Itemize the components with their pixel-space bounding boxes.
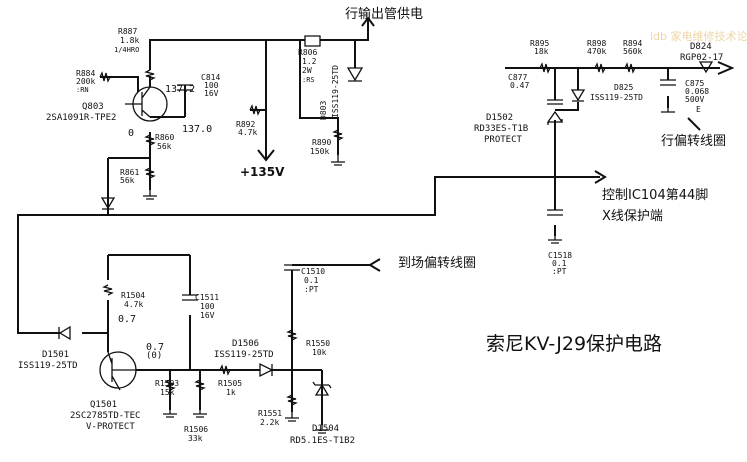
label-d803-part: ISS119-25TD <box>331 65 340 118</box>
label-r1550-ref: R1550 <box>306 339 330 348</box>
label-q1501-part: 2SC2785TD-TEC <box>70 411 140 421</box>
label-c877-val: 0.47 <box>510 81 529 90</box>
label-r887-ref: R887 <box>118 27 137 36</box>
label-r1550-val: 10k <box>312 348 327 357</box>
label-d1504-part: RD5.1ES-T1B2 <box>290 436 355 446</box>
watermark: idb 家电维修技术论坛 <box>650 29 747 43</box>
label-c1510-ref: C1510 <box>301 267 325 276</box>
label-r1504-val: 4.7k <box>124 300 143 309</box>
label-r895-ref: R895 <box>530 39 549 48</box>
label-c814-ref: C814 <box>201 73 220 82</box>
label-r806-ref: R806 <box>298 48 317 57</box>
label-c1518-val: 0.1 <box>552 259 567 268</box>
label-r892-ref: R892 <box>236 120 255 129</box>
label-r1503-ref: R1503 <box>155 379 179 388</box>
label-q1501-base-voltage-top: 0.7 <box>118 314 136 325</box>
label-plus-135v: +135V <box>240 165 285 179</box>
label-q1501-collector-voltage: 0.7 <box>146 342 164 353</box>
label-c1511-val2: 16V <box>200 311 215 320</box>
label-c1511-ref: C1511 <box>195 293 219 302</box>
label-to-vertical-deflection-coil: 到场偏转线圈 <box>398 256 476 271</box>
label-d1504-ref: D1504 <box>312 424 339 434</box>
label-r806-val2: 2W <box>302 66 312 75</box>
label-d1501-ref: D1501 <box>42 350 69 360</box>
label-q1501-role: V-PROTECT <box>86 422 135 432</box>
transistor-q1501 <box>99 351 137 391</box>
label-r1505-val: 1k <box>226 388 236 397</box>
label-r890-ref: R890 <box>312 138 331 147</box>
label-line-output-supply: 行输出管供电 <box>345 6 423 22</box>
label-d1501-part: ISS119-25TD <box>18 361 78 371</box>
resistor-symbols <box>99 35 636 406</box>
label-r1503-val: 15k <box>160 388 175 397</box>
label-r806-val3: :RS <box>302 76 315 84</box>
label-r884-val: 200k <box>76 77 95 86</box>
label-c1511-val: 100 <box>200 302 215 311</box>
label-r890-val: 150k <box>310 147 329 156</box>
label-r884-val2: :RN <box>76 86 89 94</box>
label-d825-ref: D825 <box>614 83 633 92</box>
label-q803-part: 2SA1091R-TPE2 <box>46 113 116 123</box>
label-q1501-ref: Q1501 <box>90 400 117 410</box>
page-title: 索尼KV-J29保护电路 <box>486 333 662 355</box>
arrow-symbols <box>257 16 735 272</box>
label-r898-ref: R898 <box>587 39 606 48</box>
label-r1505-ref: R1505 <box>218 379 242 388</box>
label-d1506-part: ISS119-25TD <box>214 350 274 360</box>
label-d1506-ref: D1506 <box>232 339 259 349</box>
capacitor-symbols <box>177 79 676 301</box>
labels: 行输出管供电 行偏转线圈 控制IC104第44脚 X线保护端 到场偏转线圈 +1… <box>18 6 726 446</box>
label-c1510-val: 0.1 <box>304 276 319 285</box>
label-r806-val: 1.2 <box>302 57 317 66</box>
label-d1502-part: RD33ES-T1B <box>474 124 528 134</box>
label-c875-ref: C875 <box>685 79 704 88</box>
label-r898-val: 470k <box>587 47 606 56</box>
label-q803-emitter-voltage: 137.2 <box>165 84 195 95</box>
label-c1518-ref: C1518 <box>548 251 572 260</box>
label-d1502-ref: D1502 <box>486 113 513 123</box>
label-c1510-val2: :PT <box>304 285 319 294</box>
label-r1506-val: 33k <box>188 434 203 443</box>
label-q803-collector-voltage: 137.0 <box>182 124 212 135</box>
label-r887-val: 1.8k <box>120 36 139 45</box>
label-c1518-val2: :PT <box>552 267 567 276</box>
transistor-q803 <box>125 86 168 122</box>
label-r1504-ref: R1504 <box>121 291 145 300</box>
label-c875-val3: E <box>696 105 701 114</box>
label-r887-val2: 1/4HRO <box>114 46 139 54</box>
label-x-protect-terminal: X线保护端 <box>602 209 663 224</box>
label-horizontal-deflection-coil: 行偏转线圈 <box>661 134 726 149</box>
label-r1506-ref: R1506 <box>184 425 208 434</box>
label-q1501-emitter-voltage: (0) <box>146 351 162 361</box>
label-r884-ref: R884 <box>76 69 95 78</box>
label-r892-val: 4.7k <box>238 128 257 137</box>
label-control-ic104-pin44: 控制IC104第44脚 <box>602 187 708 203</box>
label-r894-ref: R894 <box>623 39 642 48</box>
label-r895-val: 18k <box>534 47 549 56</box>
label-r1551-val: 2.2k <box>260 418 279 427</box>
label-c814-val2: 16V <box>204 89 219 98</box>
label-r1551-ref: R1551 <box>258 409 282 418</box>
label-d1502-role: PROTECT <box>484 135 523 145</box>
label-c877-ref: C877 <box>508 73 527 82</box>
label-c814-val: 100 <box>204 81 219 90</box>
label-r860-ref: R860 <box>155 133 174 142</box>
label-c875-val: 0.068 <box>685 87 709 96</box>
diode-symbols <box>58 61 714 396</box>
label-c875-val2: 500V <box>685 95 704 104</box>
label-q803-ref: Q803 <box>82 102 104 112</box>
label-d825-part: ISS119-25TD <box>590 93 643 102</box>
label-r861-val: 56k <box>120 176 135 185</box>
label-d824-ref: D824 <box>690 42 712 52</box>
label-q803-base-voltage: 0 <box>128 128 134 139</box>
label-r860-val: 56k <box>157 142 172 151</box>
ground-symbols <box>143 108 675 434</box>
label-d824-part: RGP02-17 <box>680 53 723 63</box>
label-d803-ref: D803 <box>319 101 328 120</box>
label-r861-ref: R861 <box>120 168 139 177</box>
label-r894-val: 560k <box>623 47 642 56</box>
